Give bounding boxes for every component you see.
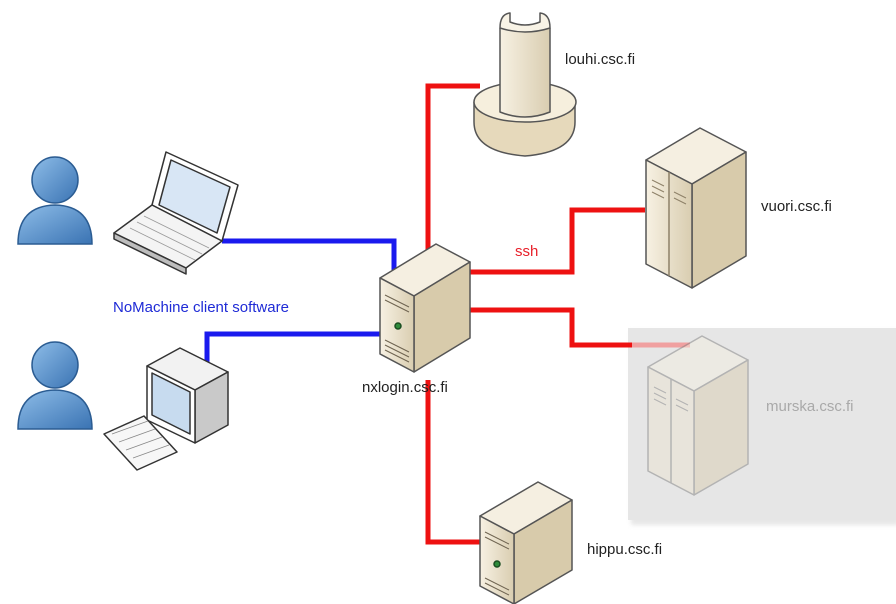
- laptop-link: [222, 238, 397, 270]
- gateway-label: nxlogin.csc.fi: [362, 379, 448, 396]
- client-software-label: NoMachine client software: [113, 299, 289, 316]
- murska-label: murska.csc.fi: [766, 398, 854, 415]
- murska-inactive-panel: [628, 328, 896, 525]
- vuori-label: vuori.csc.fi: [761, 198, 832, 215]
- louhi-label: louhi.csc.fi: [565, 51, 636, 68]
- louhi-link: [425, 83, 480, 252]
- person-icon: [17, 341, 93, 430]
- murska-link: [468, 307, 632, 348]
- person-icon: [17, 156, 93, 245]
- supercomputer-icon: [473, 12, 577, 157]
- server-icon: [479, 481, 573, 604]
- hippu-link: [425, 380, 482, 545]
- hippu-label: hippu.csc.fi: [587, 541, 663, 558]
- server-cabinet-icon: [645, 127, 747, 289]
- laptop-icon: [113, 151, 239, 275]
- client-links: [204, 238, 397, 366]
- ssh-links: [425, 83, 690, 545]
- vuori-link: [468, 207, 645, 275]
- server-cabinet-icon: [647, 335, 749, 496]
- desktop-link: [204, 331, 386, 366]
- server-icon: [379, 243, 471, 373]
- desktop-computer-icon: [103, 347, 229, 471]
- ssh-label: ssh: [515, 243, 539, 260]
